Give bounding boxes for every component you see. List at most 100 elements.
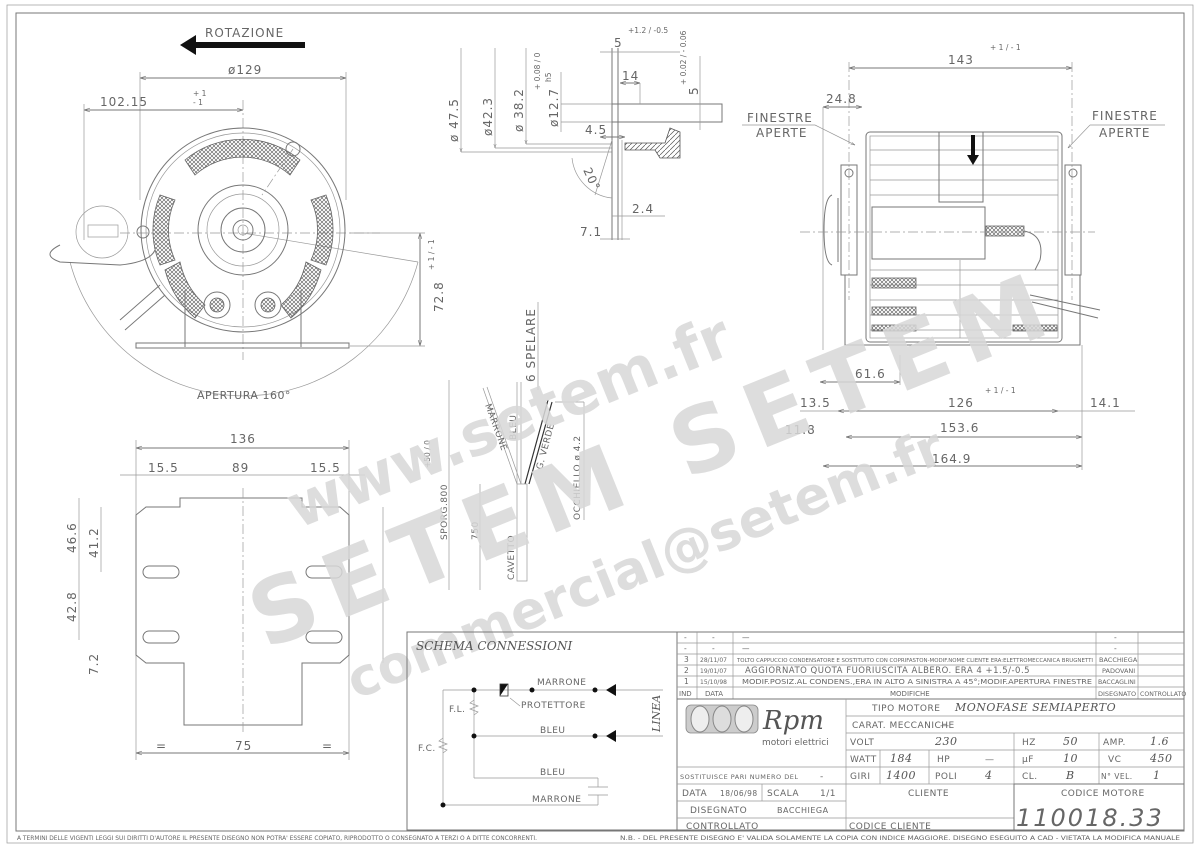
class-value: B [1065, 769, 1075, 782]
schema-blue-mid: BLEU [540, 726, 565, 736]
dim-4-5: 4.5 [585, 123, 607, 137]
svg-text:TIPO MOTORE: TIPO MOTORE [871, 704, 940, 714]
drawing-date: 18/06/98 [720, 789, 758, 798]
svg-text:-: - [1114, 633, 1117, 642]
svg-text:CODICE MOTORE: CODICE MOTORE [1061, 789, 1145, 799]
svg-text:DATA: DATA [682, 789, 708, 799]
svg-text:TOLTO CAPPUCCIO CONDENSATORE E: TOLTO CAPPUCCIO CONDENSATORE E SOSTITUIT… [736, 658, 1094, 664]
revision-row-3-ind: 3 [684, 655, 689, 664]
dim-136: 136 [230, 432, 256, 446]
svg-text:VOLT: VOLT [850, 738, 874, 748]
svg-text:BACCAGLINI: BACCAGLINI [1098, 679, 1136, 686]
svg-text:IND: IND [679, 690, 692, 698]
dim-24-8: 24.8 [826, 92, 857, 106]
svg-text:AGGIORNATO QUOTA FUORIUSCITA A: AGGIORNATO QUOTA FUORIUSCITA ALBERO. ERA… [745, 666, 1030, 676]
title-block: Rpm motori elettrici TIPO MOTORE MONOFAS… [676, 698, 1185, 832]
svg-text:—: — [742, 633, 750, 642]
svg-text:MODIF.POSIZ.AL CONDENS.,ERA IN: MODIF.POSIZ.AL CONDENS.,ERA IN ALTO A SI… [742, 678, 1092, 686]
svg-text:28/11/07: 28/11/07 [700, 657, 727, 664]
dim-5: 5 [614, 36, 623, 50]
dim-102-15: 102.15 [100, 95, 148, 109]
svg-text:DATA: DATA [705, 690, 723, 698]
strip-length-label: 6 SPELARE [524, 308, 538, 382]
dim-89: 89 [232, 461, 249, 475]
svg-text:DISEGNATO: DISEGNATO [690, 806, 747, 816]
svg-text:µF: µF [1022, 755, 1034, 765]
svg-text:BACCHIEGA: BACCHIEGA [1099, 656, 1138, 664]
vc-value: 450 [1149, 752, 1173, 765]
dim-diameter-129: ø129 [228, 63, 262, 77]
drawing-scale: 1/1 [820, 789, 836, 799]
cable-label: CAVETTO [507, 535, 517, 580]
side-view: 143 + 1 / - 1 24.8 FINESTRE APERTE FINES… [742, 43, 1165, 470]
protrusion-label: SPORG.800 [440, 484, 450, 540]
svg-text:-: - [1114, 644, 1117, 653]
motor-code: 110018.33 [1016, 804, 1164, 832]
dim-75: 75 [235, 739, 252, 753]
svg-text:CODICE CLIENTE: CODICE CLIENTE [849, 822, 931, 832]
opening-angle-label: APERTURA 160° [197, 389, 291, 402]
svg-text:-: - [684, 633, 687, 642]
svg-text:CARAT. MECCANICHE: CARAT. MECCANICHE [852, 721, 955, 731]
poles-value: 4 [984, 769, 993, 782]
dim-72-8: 72.8 [432, 281, 446, 312]
base-plate-view: 136 15.5 89 15.5 46.6 41.2 42.8 7.2 75 =… [65, 432, 384, 760]
sheet-border [6, 4, 1194, 844]
windows-open-left-label-2: APERTE [756, 126, 807, 140]
svg-text:—: — [742, 644, 750, 653]
eyelet-label: OCCHIELLO ø 4.2 [573, 435, 583, 520]
uf-value: 10 [1063, 752, 1078, 765]
svg-text:=: = [156, 739, 167, 753]
dim-d12-7: ø12.7 [547, 88, 561, 127]
revision-row-1-ind: 1 [684, 677, 689, 686]
windows-open-right-label-1: FINESTRE [1092, 109, 1158, 123]
svg-text:CLIENTE: CLIENTE [908, 789, 949, 799]
rpm-logo [685, 704, 759, 734]
schema-fl-label: F.L. [449, 705, 465, 715]
revision-row-2-ind: 2 [684, 666, 689, 675]
schema-blue-low: BLEU [540, 768, 565, 778]
protector-icon [499, 683, 509, 697]
svg-text:—: — [940, 721, 950, 731]
speeds-value: 1 [1153, 769, 1161, 782]
rotation-label: ROTAZIONE [205, 26, 284, 40]
rotation-arrow-icon [180, 35, 305, 55]
motor-type-value: MONOFASE SEMIAPERTO [954, 701, 1116, 714]
logo-text: Rpm [762, 706, 824, 736]
svg-text:GIRI: GIRI [850, 772, 871, 782]
dim-42-8: 42.8 [65, 591, 79, 622]
svg-text:- 1: - 1 [193, 98, 203, 107]
dim-d42-3: ø42.3 [481, 97, 495, 136]
volt-value: 230 [934, 735, 958, 748]
dim-126: 126 [948, 396, 974, 410]
dim-15-5-left: 15.5 [148, 461, 179, 475]
svg-text:-: - [684, 644, 687, 653]
svg-text:VC: VC [1108, 755, 1121, 765]
footer: A TERMINI DELLE VIGENTI LEGGI SUI DIRITT… [17, 835, 1180, 842]
svg-text:HZ: HZ [1022, 738, 1036, 748]
svg-text:+ 1 / - 1: + 1 / - 1 [985, 386, 1016, 395]
svg-text:+1.2 / -0.5: +1.2 / -0.5 [628, 26, 668, 35]
svg-text:+ 0.02 / - 0.06: + 0.02 / - 0.06 [679, 30, 688, 85]
hp-value: — [985, 755, 995, 765]
dim-164-9: 164.9 [932, 452, 971, 466]
drawn-by: BACCHIEGA [777, 806, 829, 815]
svg-text:CONTROLLATO: CONTROLLATO [1140, 691, 1186, 698]
dim-14-1: 14.1 [1090, 396, 1121, 410]
shaft-detail: ø 47.5 ø42.3 ø 38.2 + 0.08 / 0 ø12.7 h5 … [447, 26, 723, 240]
front-view: ROTAZIONE ø129 102.15 + 1 - 1 APERTURA 1… [49, 26, 446, 402]
length-750-label: 750 [471, 521, 481, 540]
rpm-value: 1400 [886, 769, 916, 782]
svg-text:+ 1 / - 1: + 1 / - 1 [990, 43, 1021, 52]
svg-text:AMP.: AMP. [1103, 738, 1126, 748]
svg-text:DISEGNATO: DISEGNATO [1098, 690, 1136, 698]
dim-5b: 5 [687, 86, 701, 95]
dim-2-4: 2.4 [632, 202, 654, 216]
svg-text:15/10/98: 15/10/98 [700, 679, 727, 686]
schema-brown-low: MARRONE [532, 795, 581, 805]
svg-text:-: - [712, 644, 715, 653]
schema-fc-label: F.C. [418, 744, 436, 754]
windows-open-right-label-2: APERTE [1099, 126, 1150, 140]
svg-text:-: - [820, 772, 824, 782]
revision-table: - - — - - - — - 3 28/11/07 TOLTO CAPPUCC… [676, 631, 1186, 700]
